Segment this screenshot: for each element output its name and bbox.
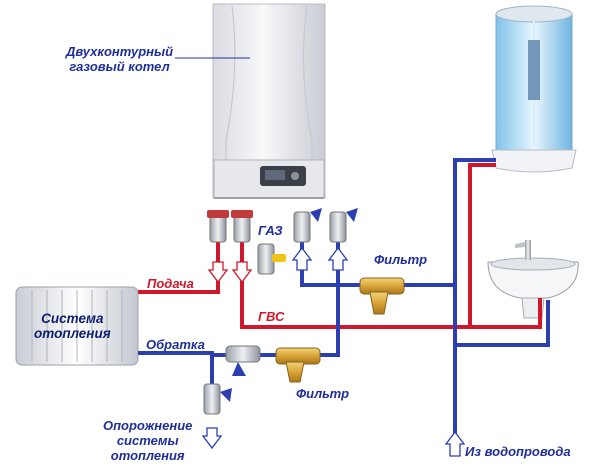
boiler (212, 3, 326, 199)
return-pipe-left (138, 351, 214, 358)
dhw-pipe-shower (468, 163, 496, 327)
water-supply-label: Из водопровода (465, 444, 571, 459)
main-riser-pipe (453, 158, 496, 440)
flow-arrow-icon (327, 246, 349, 271)
flow-arrow-icon (231, 261, 253, 284)
drain-label: Опорожнение системы отопления (103, 418, 192, 463)
shower-cabin-icon (491, 5, 577, 173)
return-ball-valve-icon (225, 345, 261, 376)
drain-label-line-3: отопления (110, 448, 185, 463)
radiator-label-line-2: отопления (34, 326, 111, 341)
supply-valve-icon (207, 210, 229, 243)
sink-icon (487, 240, 579, 319)
boiler-label-line-1: Двухконтурный (66, 44, 174, 59)
supply-label: Подача (147, 276, 194, 291)
drain-label-line-1: Опорожнение (103, 418, 193, 433)
sink-cold-pipe (455, 300, 550, 347)
supply-pipe (138, 240, 220, 294)
filter-top-label: Фильтр (374, 252, 428, 267)
hot-water-pipes (138, 163, 542, 329)
flow-arrow-icon (201, 427, 223, 450)
flow-arrow-icon (291, 246, 313, 271)
boiler-label: Двухконтурный газовый котел (66, 44, 173, 74)
filter-bottom-icon (275, 347, 321, 383)
filter-bottom-label: Фильтр (296, 386, 350, 401)
return-label: Обратка (146, 337, 205, 352)
boiler-label-line-2: газовый котел (69, 59, 170, 74)
radiator-label: Система отопления (34, 311, 111, 341)
flow-arrow-icon (207, 261, 229, 284)
dhw-valve-icon (231, 210, 253, 243)
drain-label-line-2: системы (116, 433, 179, 448)
dhw-label: ГВС (258, 309, 285, 324)
cold-water-valve-icon (293, 208, 322, 243)
radiator-icon (15, 286, 139, 366)
filter-top-icon (359, 277, 405, 315)
dhw-pipe (240, 240, 542, 329)
radiator-label-line-1: Система (41, 311, 104, 326)
drain-valve-icon (203, 383, 232, 415)
return-valve-icon (329, 208, 358, 243)
flow-arrow-icon (444, 430, 466, 457)
gas-label: ГАЗ (258, 223, 283, 238)
gas-valve-icon (257, 243, 286, 275)
